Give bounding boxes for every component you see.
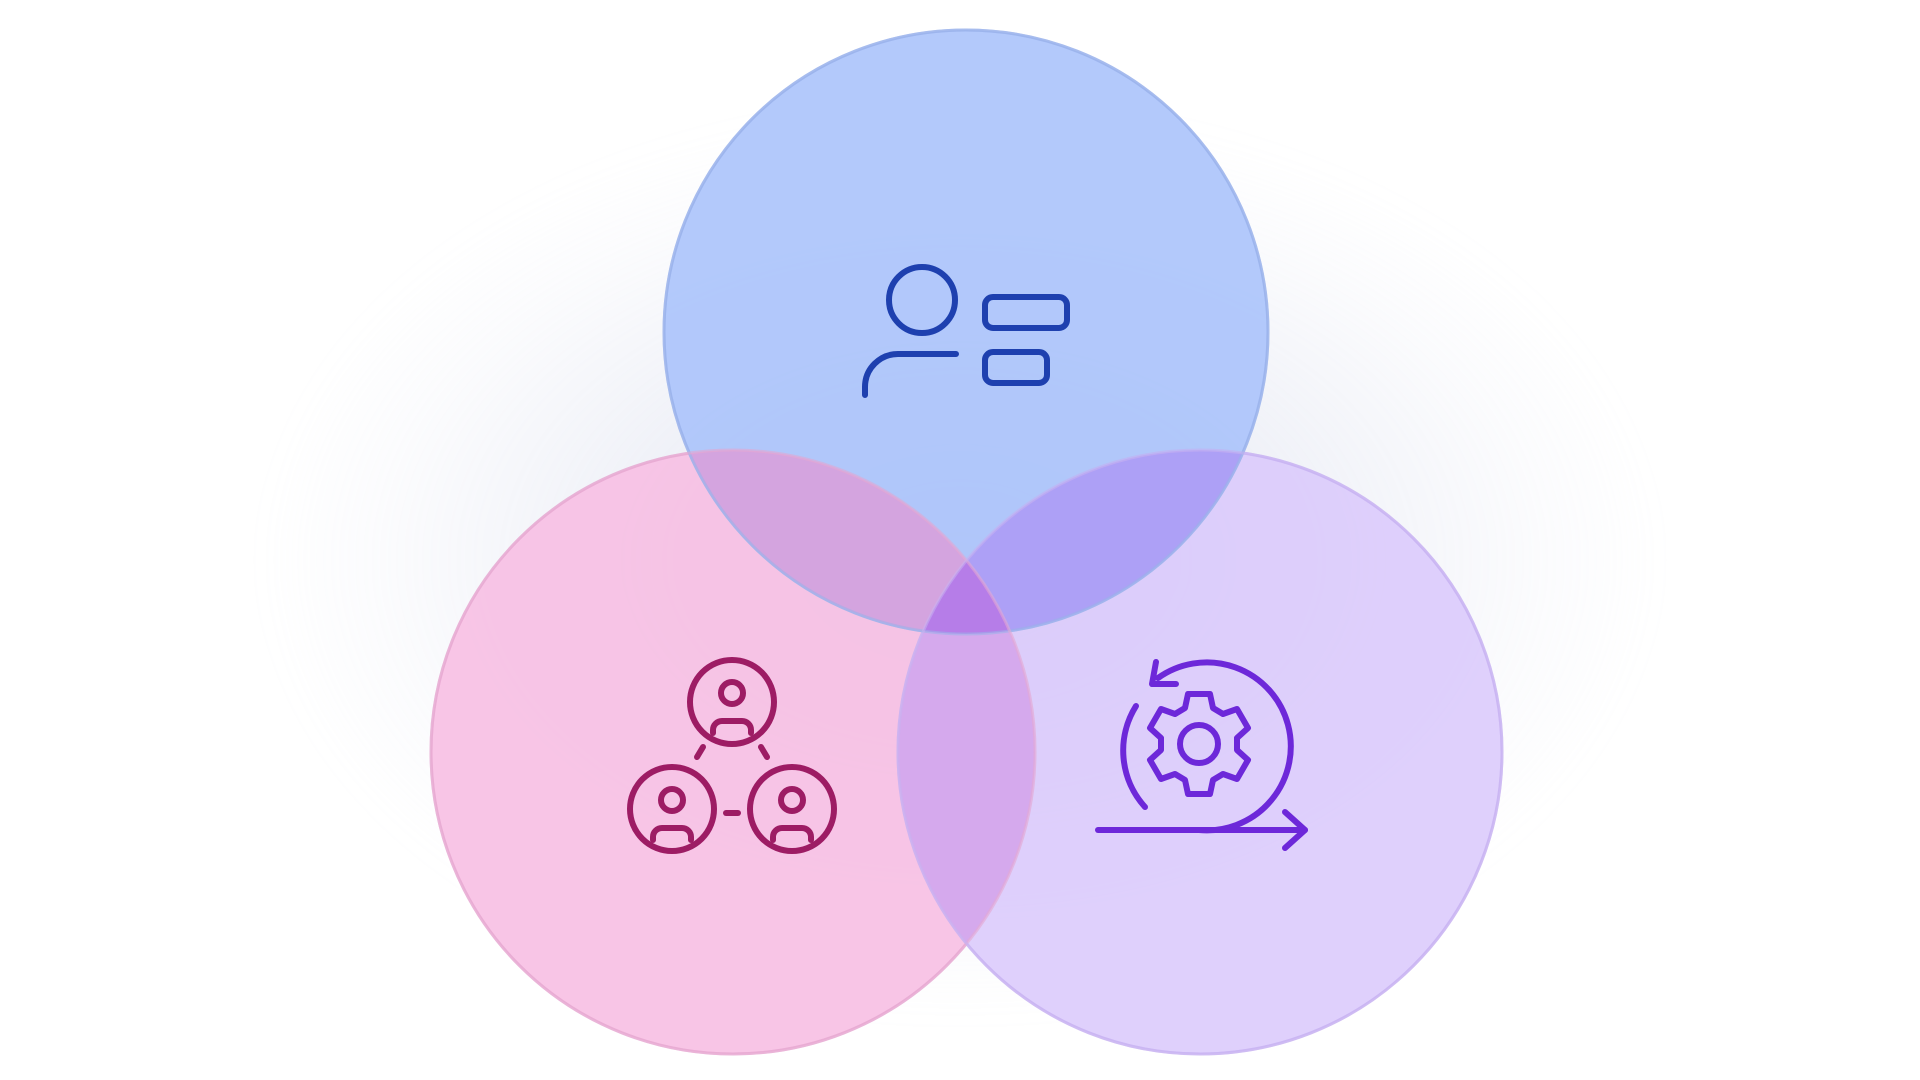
agile-gear-cycle-icon	[1095, 659, 1308, 851]
team-network-icon	[627, 657, 837, 854]
overlap-top-left	[664, 450, 1035, 634]
user-profile-icon	[862, 264, 1070, 398]
overlap-top-right	[898, 450, 1268, 634]
